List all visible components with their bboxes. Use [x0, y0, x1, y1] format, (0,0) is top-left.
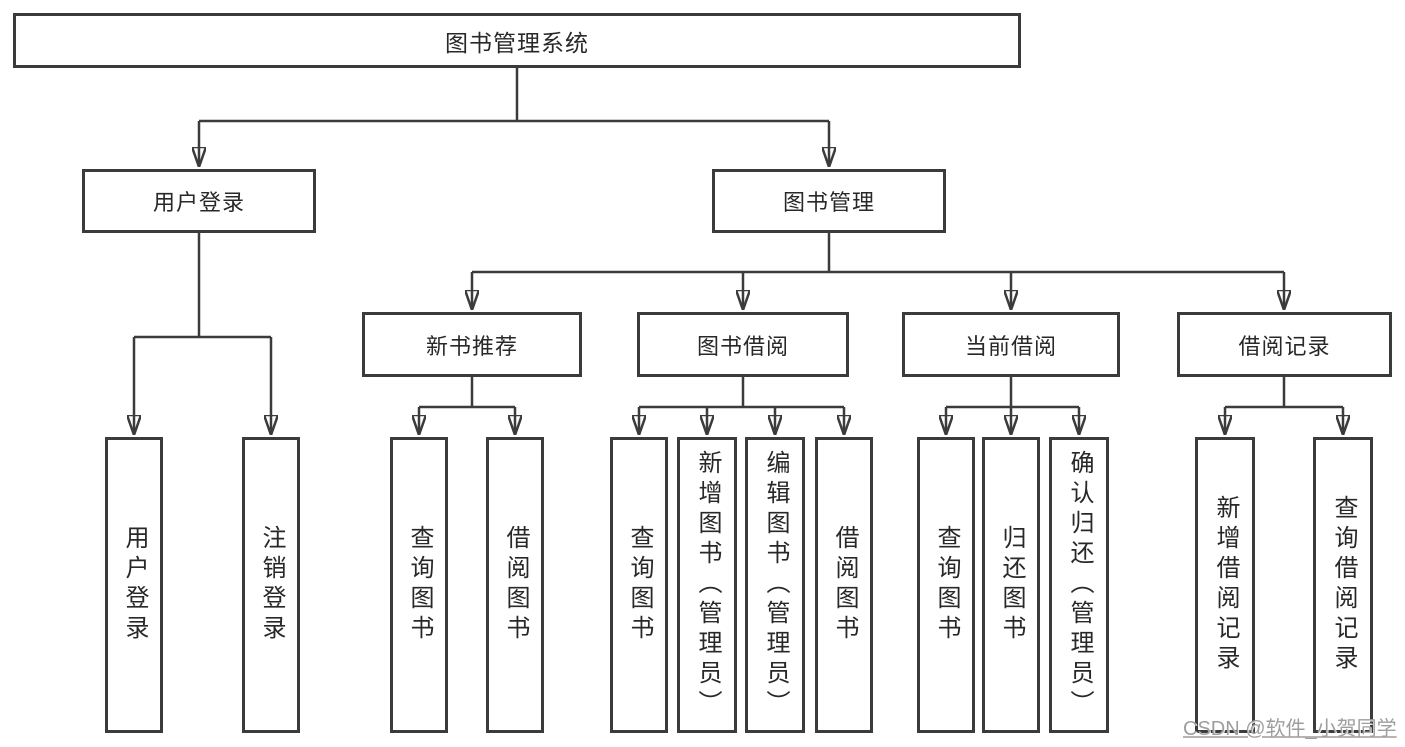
- book-mgmt-branch: [472, 233, 1284, 308]
- leaf-user-login: 用户登录: [105, 437, 163, 733]
- node-borrow-record: 借阅记录: [1177, 312, 1392, 377]
- book-borrow-branch: [639, 377, 844, 433]
- node-current-borrow: 当前借阅: [902, 312, 1120, 377]
- leaf-bb-borrow-book: 借阅图书: [815, 437, 873, 733]
- current-borrow-branch: [946, 377, 1079, 433]
- leaf-bb-add-book-admin: 新增图书（管理员）: [677, 437, 737, 733]
- leaf-br-add-record: 新增借阅记录: [1195, 437, 1255, 733]
- new-book-rec-branch: [419, 377, 515, 433]
- leaf-bb-edit-book-admin: 编辑图书（管理员）: [745, 437, 805, 733]
- leaf-bb-query-book: 查询图书: [610, 437, 668, 733]
- user-login-branch: [134, 233, 271, 433]
- leaf-cb-query-book: 查询图书: [917, 437, 975, 733]
- borrow-record-branch: [1225, 377, 1343, 433]
- leaf-logout: 注销登录: [242, 437, 300, 733]
- node-user-login-group: 用户登录: [82, 169, 316, 233]
- node-new-book-rec: 新书推荐: [362, 312, 582, 377]
- csdn-watermark: CSDN @软件_小贺同学: [1183, 718, 1397, 740]
- leaf-cb-return-book: 归还图书: [982, 437, 1040, 733]
- leaf-rec-query-book: 查询图书: [390, 437, 448, 733]
- node-book-mgmt-group: 图书管理: [712, 169, 946, 233]
- root-branch: [199, 68, 829, 165]
- leaf-br-query-record: 查询借阅记录: [1313, 437, 1373, 733]
- leaf-rec-borrow-book: 借阅图书: [486, 437, 544, 733]
- node-book-borrow: 图书借阅: [637, 312, 849, 377]
- node-root-system: 图书管理系统: [13, 13, 1021, 68]
- leaf-cb-confirm-return-admin: 确认归还（管理员）: [1049, 437, 1109, 733]
